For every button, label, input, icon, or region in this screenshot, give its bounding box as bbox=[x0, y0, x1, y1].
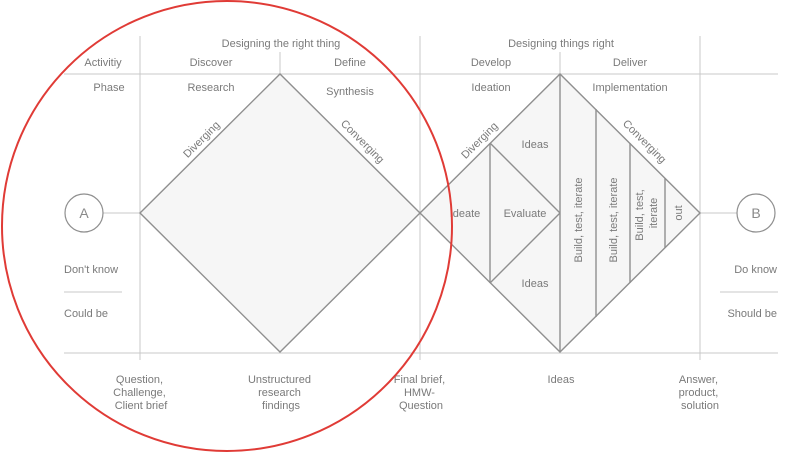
stage-develop-activity: Develop bbox=[471, 57, 511, 69]
bottom-label-final-brief: Final brief, HMW- Question bbox=[394, 374, 448, 412]
header-right-title: Designing things right bbox=[508, 38, 614, 50]
first-diamond: Diverging Converging bbox=[139, 73, 421, 353]
evaluate-label: Evaluate bbox=[504, 208, 547, 220]
stage-discover-phase: Research bbox=[187, 82, 234, 94]
side-right-top: Do know bbox=[734, 264, 777, 276]
start-node: A bbox=[64, 193, 104, 233]
stage-deliver-phase: Implementation bbox=[592, 82, 667, 94]
start-node-label: A bbox=[79, 205, 89, 221]
stage-deliver-activity: Deliver bbox=[613, 57, 648, 69]
side-left-bottom: Could be bbox=[64, 308, 108, 320]
side-left-top: Don't know bbox=[64, 264, 118, 276]
stage-develop-phase: Ideation bbox=[471, 82, 510, 94]
row-label-activity: Activitiy bbox=[84, 57, 122, 69]
highlight-circle bbox=[1, 0, 453, 452]
build-test-iterate-label-1: Build, test, iterate bbox=[573, 178, 585, 263]
build-test-iterate-label-2: Build, test, iterate bbox=[608, 178, 620, 263]
grid-lines bbox=[64, 36, 778, 360]
bottom-label-unstructured: Unstructured research findings bbox=[248, 374, 314, 412]
second-diamond: Diverging Converging Ideas Ideas Ideate … bbox=[419, 73, 701, 353]
stage-define-activity: Define bbox=[334, 57, 366, 69]
bottom-label-question: Question, Challenge, Client brief bbox=[113, 374, 169, 412]
build-test-iterate-label-3b: iterate bbox=[648, 198, 660, 229]
stage-discover-activity: Discover bbox=[190, 57, 233, 69]
end-node-label: B bbox=[751, 205, 760, 221]
bottom-label-answer: Answer, product, solution bbox=[679, 374, 722, 412]
header-left-title: Designing the right thing bbox=[222, 38, 341, 50]
build-test-iterate-label-3a: Build, test, bbox=[634, 189, 646, 240]
ideas-bottom-label: Ideas bbox=[522, 278, 549, 290]
row-label-phase: Phase bbox=[93, 82, 124, 94]
out-label: out bbox=[673, 205, 685, 220]
bottom-label-ideas: Ideas bbox=[548, 374, 575, 386]
end-node: B bbox=[736, 193, 776, 233]
ideas-top-label: Ideas bbox=[522, 139, 549, 151]
side-right-bottom: Should be bbox=[727, 308, 777, 320]
ideate-label: Ideate bbox=[450, 208, 481, 220]
stage-define-phase: Synthesis bbox=[326, 86, 374, 98]
